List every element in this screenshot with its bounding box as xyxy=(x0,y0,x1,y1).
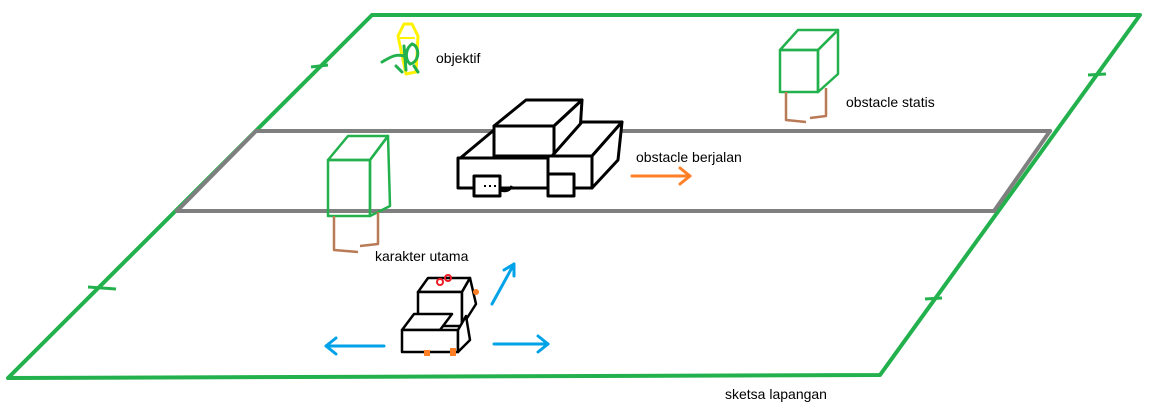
road-box-icon xyxy=(326,134,392,254)
field-sketch-label: sketsa lapangan xyxy=(725,386,827,402)
main-character-label: karakter utama xyxy=(375,248,469,264)
moving-obstacle-truck-icon xyxy=(456,98,624,198)
objective-icon xyxy=(380,22,420,76)
main-character-icon xyxy=(400,274,479,356)
moving-obstacle-label: obstacle berjalan xyxy=(636,149,742,165)
road xyxy=(175,129,1052,213)
field-border xyxy=(6,13,1142,380)
arrow-left xyxy=(324,336,386,356)
arrow-forward xyxy=(490,262,516,306)
static-obstacle-label: obstacle statis xyxy=(846,94,935,110)
arrow-right xyxy=(492,334,550,354)
objective-label: objektif xyxy=(436,50,481,66)
moving-direction-arrow xyxy=(630,166,692,186)
static-obstacle-icon xyxy=(778,28,840,124)
character-movement-arrows xyxy=(324,262,550,356)
